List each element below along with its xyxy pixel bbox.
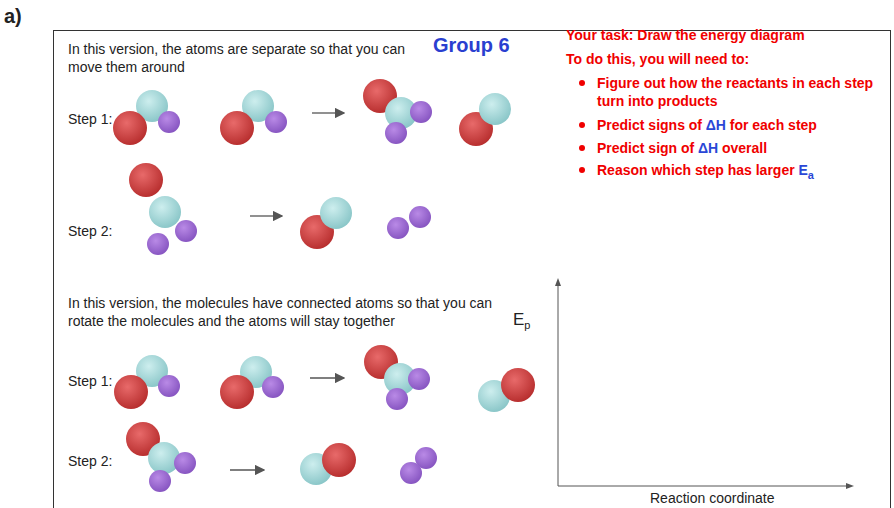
panel-letter: a) [4,4,22,28]
text-line: Predict sign ofΔHoverall [597,139,771,157]
delta-h: ΔH [698,140,718,156]
step-label: Step 2: [68,452,112,470]
task-bullet: Predict sign of [597,140,694,156]
task-bullet: for each step [730,117,817,133]
task-bullet: Predict signs of [597,117,702,133]
task-bullet: Figure out how the reactants in each ste… [597,74,882,110]
instruction-text: In this version, the atoms are separate … [68,40,413,76]
task-intro: To do this, you will need to: [566,50,749,68]
text-line: Reason which step has largerEa [597,161,817,184]
task-heading: Your task: Draw the energy diagram [566,26,805,44]
activation-subscript: a [808,169,814,181]
task-bullet: Reason which step has larger [597,162,795,178]
text-line: Predict signs ofΔHfor each step [597,116,821,134]
axis-label: E [513,310,524,329]
panel-frame [53,30,891,508]
instruction-text: In this version, the molecules have conn… [68,294,508,330]
group-title: Group 6 [433,33,510,57]
activation-energy: E [798,162,807,178]
axis-subscript: p [524,319,530,331]
step-label: Step 1: [68,110,112,128]
step-label: Step 2: [68,222,112,240]
text-line: Ep [513,311,533,334]
step-label: Step 1: [68,372,112,390]
delta-h: ΔH [706,117,726,133]
axis-label: Reaction coordinate [650,489,775,507]
task-bullet: overall [722,140,767,156]
